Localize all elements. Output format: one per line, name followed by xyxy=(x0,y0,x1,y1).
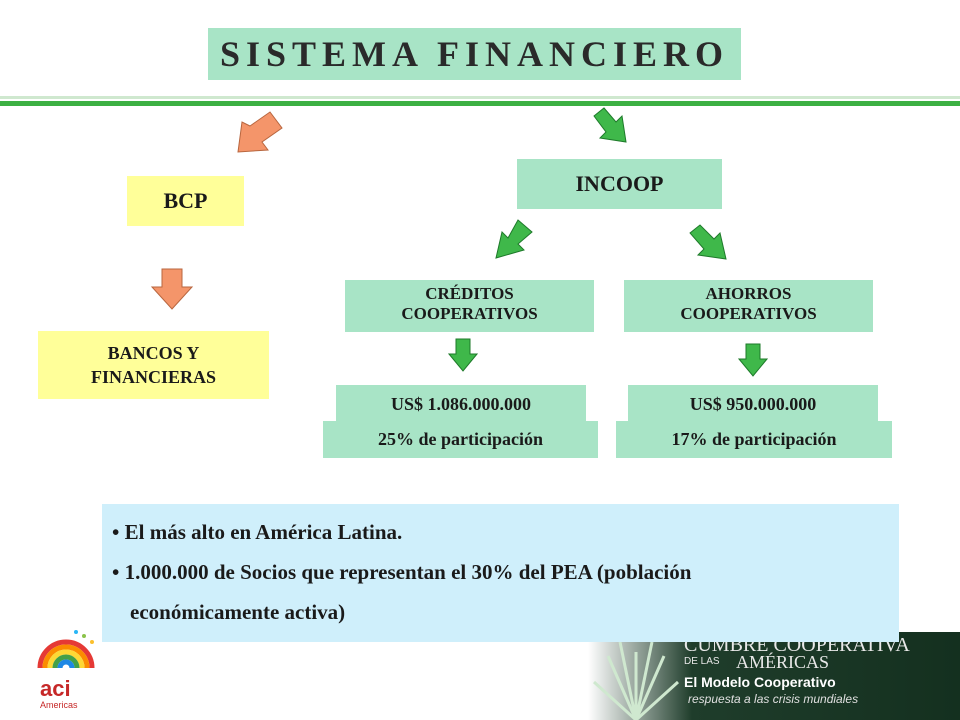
arrow-down-right-icon xyxy=(593,107,627,143)
ahorros-amount: US$ 950.000.000 xyxy=(628,385,878,423)
aci-logo-subtext: Americas xyxy=(40,700,78,710)
arrow-down-left-icon-creditos xyxy=(495,219,533,259)
creditos-label-line1: CRÉDITOS xyxy=(425,284,514,303)
aci-logo-text: aci xyxy=(40,676,71,701)
arrow-down-icon-creditos xyxy=(448,338,478,372)
brand-line4: respuesta a las crisis mundiales xyxy=(688,692,859,706)
arrow-down-right-icon-ahorros xyxy=(689,224,727,260)
header-rule xyxy=(0,101,960,106)
ahorros-label-line1: AHORROS xyxy=(705,284,792,303)
bancos-label-line2: FINANCIERAS xyxy=(90,367,216,387)
creditos-label-line2: COOPERATIVOS xyxy=(401,304,538,324)
ahorros-label-line2: COOPERATIVOS xyxy=(680,304,817,324)
ahorros-cooperativos-box: AHORROS COOPERATIVOS xyxy=(624,280,873,332)
brand-line2b: AMÉRICAS xyxy=(736,652,830,672)
note-item-1: • El más alto en América Latina. xyxy=(112,512,899,552)
creditos-share: 25% de participación xyxy=(323,421,598,458)
brand-line3: El Modelo Cooperativo xyxy=(684,674,836,690)
note-item-2: • 1.000.000 de Socios que representan el… xyxy=(112,552,899,592)
bancos-financieras-box: BANCOS Y FINANCIERAS xyxy=(38,331,269,399)
arrow-down-icon-bcp xyxy=(150,268,194,310)
header-rule-light xyxy=(0,96,960,99)
bullet: • xyxy=(112,560,120,584)
arrow-down-icon-ahorros xyxy=(738,343,768,377)
creditos-amount: US$ 1.086.000.000 xyxy=(336,385,586,423)
bcp-box: BCP xyxy=(127,176,244,226)
note-text-1: El más alto en América Latina. xyxy=(124,520,403,544)
note-text-2-line2: económicamente activa) xyxy=(130,600,346,624)
incoop-box: INCOOP xyxy=(517,159,722,209)
notes-box: • El más alto en América Latina. • 1.000… xyxy=(102,504,899,642)
ahorros-share: 17% de participación xyxy=(616,421,892,458)
bullet: • xyxy=(112,520,120,544)
arrow-down-left-icon xyxy=(237,111,283,153)
brand-line2a: DE LAS xyxy=(684,656,720,667)
creditos-cooperativos-box: CRÉDITOS COOPERATIVOS xyxy=(345,280,594,332)
page-title: SISTEMA FINANCIERO xyxy=(208,28,741,80)
bancos-label-line1: BANCOS Y xyxy=(107,342,200,363)
cumbre-cooperativa-brand: CUMBRE COOPERATIVA DE LAS AMÉRICAS El Mo… xyxy=(588,632,960,720)
aci-americas-logo: aci Americas xyxy=(37,630,95,710)
agave-plant-icon xyxy=(592,641,680,720)
note-text-2-line1: 1.000.000 de Socios que representan el 3… xyxy=(124,560,692,584)
